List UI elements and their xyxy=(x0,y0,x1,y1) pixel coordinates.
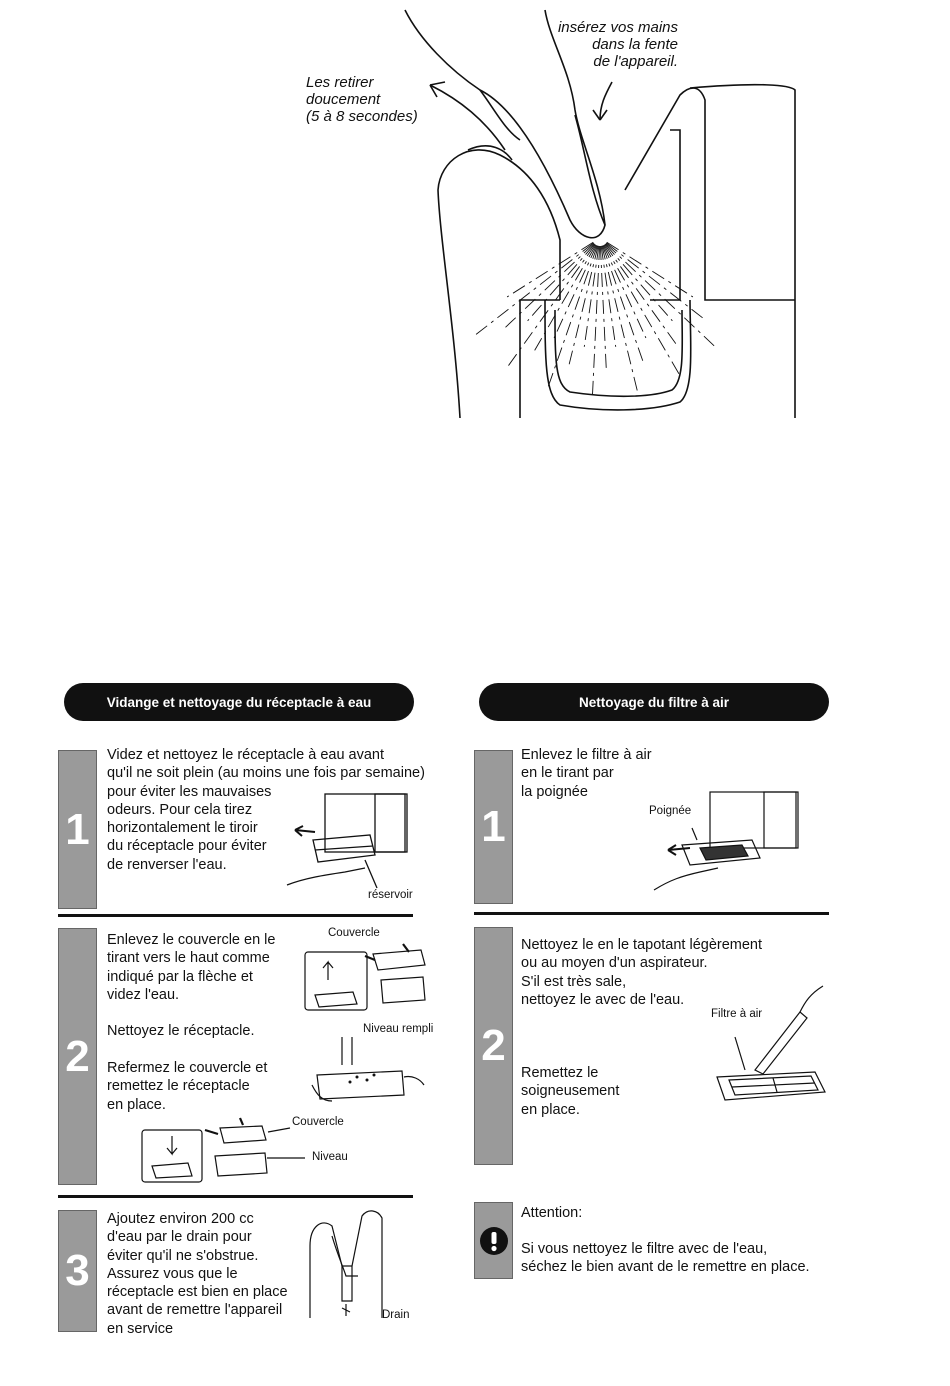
text-line: en le tirant par xyxy=(521,764,652,782)
filter-pull-illustration xyxy=(652,790,802,900)
step-number-badge: 2 xyxy=(474,927,513,1165)
text-line: avant de remettre l'appareil xyxy=(107,1301,288,1319)
insert-label-line: insérez vos mains xyxy=(520,19,678,36)
text-line: éviter qu'il ne s'obstrue. xyxy=(107,1247,288,1265)
step-divider xyxy=(58,1195,413,1198)
insert-hands-label: insérez vos mains dans la fente de l'app… xyxy=(520,19,678,70)
text-line: d'eau par le drain pour xyxy=(107,1228,288,1246)
exclamation-icon xyxy=(479,1226,509,1256)
text-line: séchez le bien avant de le remettre en p… xyxy=(521,1258,810,1276)
text-line: Videz et nettoyez le réceptacle à eau av… xyxy=(107,746,425,764)
text-line: tirant vers le haut comme xyxy=(107,949,275,967)
remove-hands-label: Les retirer doucement (5 à 8 secondes) xyxy=(306,74,418,125)
reservoir-label: réservoir xyxy=(368,889,413,902)
step-text: Ajoutez environ 200 cc d'eau par le drai… xyxy=(107,1210,288,1338)
insert-label-line: dans la fente xyxy=(520,36,678,53)
step-text-para1: Enlevez le couvercle en le tirant vers l… xyxy=(107,931,275,1004)
step-text-para3: Refermez le couvercle et remettez le réc… xyxy=(107,1059,267,1114)
step-number: 1 xyxy=(481,802,505,852)
step-text-para2: Nettoyez le réceptacle. xyxy=(107,1022,255,1040)
step-number-badge: 1 xyxy=(474,750,513,904)
text-line: indiqué par la flèche et xyxy=(107,968,275,986)
vacuum-filter-illustration xyxy=(715,982,830,1107)
couvercle-bottom-label: Couvercle xyxy=(292,1116,344,1129)
drawer-pull-illustration xyxy=(285,790,415,900)
left-section-title: Vidange et nettoyage du réceptacle à eau xyxy=(107,695,372,710)
step-divider xyxy=(58,914,413,917)
text-line: réceptacle est bien en place xyxy=(107,1283,288,1301)
step-text-para2: Remettez le soigneusement en place. xyxy=(521,1064,619,1119)
text-line: Remettez le xyxy=(521,1064,619,1082)
lid-removal-illustration xyxy=(303,940,438,1015)
text-line: Nettoyez le en le tapotant légèrement xyxy=(521,936,762,954)
text-line: Enlevez le couvercle en le xyxy=(107,931,275,949)
text-line: en place. xyxy=(107,1096,267,1114)
right-section-title: Nettoyage du filtre à air xyxy=(579,695,729,710)
text-line: la poignée xyxy=(521,783,652,801)
step-divider xyxy=(474,912,829,915)
attention-badge xyxy=(474,1202,513,1279)
remove-label-line: doucement xyxy=(306,91,418,108)
text-line: Si vous nettoyez le filtre avec de l'eau… xyxy=(521,1240,810,1258)
step-text: Enlevez le filtre à air en le tirant par… xyxy=(521,746,652,801)
right-section-header: Nettoyage du filtre à air xyxy=(479,683,829,721)
rinse-illustration xyxy=(312,1035,427,1105)
text-line: en service xyxy=(107,1320,288,1338)
text-line: videz l'eau. xyxy=(107,986,275,1004)
text-line: soigneusement xyxy=(521,1082,619,1100)
step-number-badge: 3 xyxy=(58,1210,97,1332)
step-number: 1 xyxy=(65,805,89,855)
text-line: en place. xyxy=(521,1101,619,1119)
couvercle-top-label: Couvercle xyxy=(328,927,380,940)
niveau-label: Niveau xyxy=(312,1151,348,1164)
step-number: 2 xyxy=(65,1032,89,1082)
attention-title: Attention: xyxy=(521,1204,582,1222)
text-line: Enlevez le filtre à air xyxy=(521,746,652,764)
text-line: remettez le réceptacle xyxy=(107,1077,267,1095)
step-number: 2 xyxy=(481,1021,505,1071)
insert-label-line: de l'appareil. xyxy=(520,53,678,70)
remove-label-line: (5 à 8 secondes) xyxy=(306,108,418,125)
attention-text: Si vous nettoyez le filtre avec de l'eau… xyxy=(521,1240,810,1277)
hand-dryer-drawing xyxy=(0,0,950,420)
drain-label: Drain xyxy=(382,1309,409,1322)
drain-illustration xyxy=(302,1206,392,1321)
text-line: Ajoutez environ 200 cc xyxy=(107,1210,288,1228)
step-number-badge: 2 xyxy=(58,928,97,1185)
hand-dryer-illustration: insérez vos mains dans la fente de l'app… xyxy=(0,0,950,420)
text-line: qu'il ne soit plein (au moins une fois p… xyxy=(107,764,425,782)
remove-label-line: Les retirer xyxy=(306,74,418,91)
text-line: Refermez le couvercle et xyxy=(107,1059,267,1077)
text-line: ou au moyen d'un aspirateur. xyxy=(521,954,762,972)
left-section-header: Vidange et nettoyage du réceptacle à eau xyxy=(64,683,414,721)
step-number-badge: 1 xyxy=(58,750,97,909)
text-line: Assurez vous que le xyxy=(107,1265,288,1283)
step-number: 3 xyxy=(65,1246,89,1296)
